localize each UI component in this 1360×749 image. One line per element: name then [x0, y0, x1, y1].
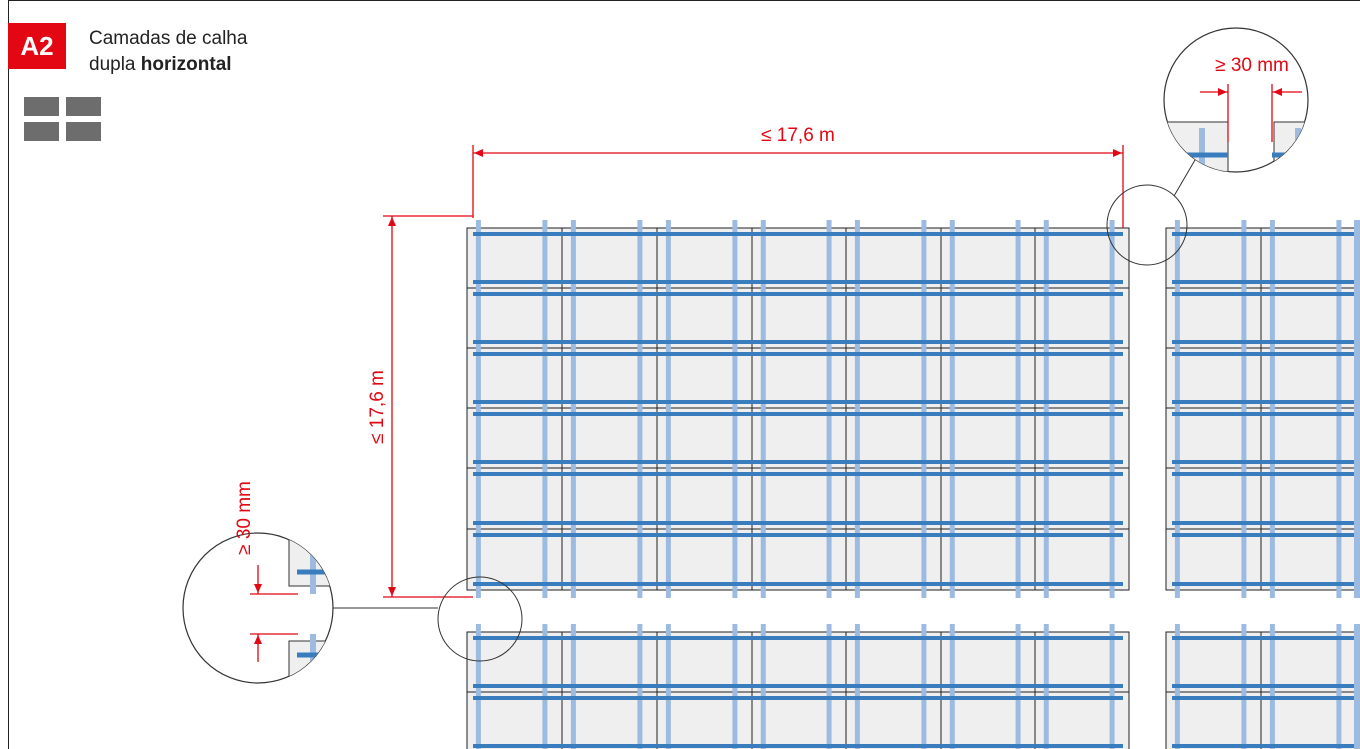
panel-block-top-left	[466, 220, 1130, 598]
detail-marker-circle	[1106, 184, 1188, 266]
title-line-2-prefix: dupla	[89, 54, 141, 75]
pv-module	[1034, 528, 1130, 591]
pv-module	[1164, 121, 1229, 172]
detail-connector	[1173, 159, 1196, 197]
dimension-label-gap-horizontal: ≥ 30 mm	[1215, 55, 1289, 76]
pv-module	[1273, 121, 1308, 172]
detail-horizontal-gap: ≥ 30 mm	[1163, 27, 1309, 173]
grid-2x2-icon	[24, 97, 101, 141]
title-line-2-bold: horizontal	[140, 54, 232, 75]
panel-array	[466, 220, 1360, 749]
detail-vertical-gap: ≥ 30 mm	[182, 481, 334, 684]
section-badge: A2	[8, 23, 66, 69]
panel-block-bottom-right	[1165, 624, 1360, 749]
page-title: Camadas de calha dupla horizontal	[89, 26, 247, 78]
arrow-head	[1113, 149, 1122, 157]
title-line-1: Camadas de calha	[89, 28, 248, 49]
detail-marker-circle	[437, 576, 523, 662]
title-line-2: dupla horizontal	[89, 52, 247, 78]
dimension-label-gap-vertical: ≥ 30 mm	[234, 481, 255, 555]
dimension-label-width: ≤ 17,6 m	[761, 125, 835, 146]
pv-module	[1034, 691, 1130, 749]
panel-block-top-right	[1165, 220, 1360, 598]
pv-module	[288, 533, 333, 587]
arrow-head	[1273, 88, 1282, 96]
drawing-frame	[8, 0, 1360, 749]
panel-area	[467, 632, 1129, 749]
arrow-head	[474, 149, 483, 157]
panel-area	[1166, 632, 1360, 749]
arrow-head	[1218, 88, 1227, 96]
dimension-label-height: ≤ 17,6 m	[367, 370, 388, 444]
arrow-head	[254, 584, 262, 593]
arrow-head	[388, 217, 396, 226]
pv-module	[288, 640, 333, 683]
panel-block-bottom-left	[466, 624, 1130, 749]
arrow-head	[388, 587, 396, 596]
arrow-head	[254, 635, 262, 644]
